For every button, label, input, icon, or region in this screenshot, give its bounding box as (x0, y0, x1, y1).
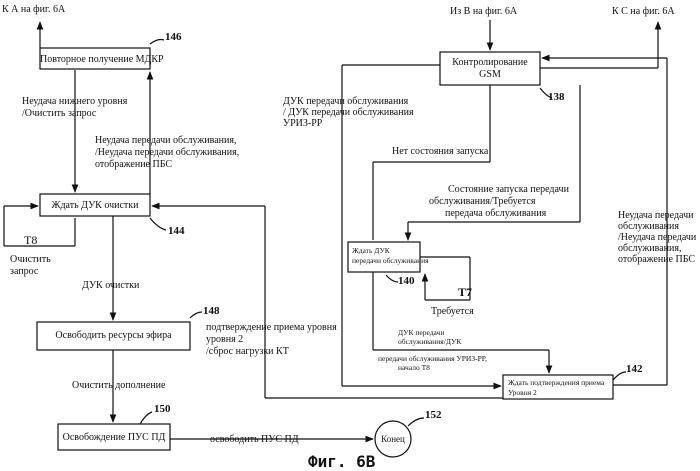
leader-142 (613, 372, 626, 380)
edge-140-142-line4: начало Т8 (398, 363, 430, 372)
edge-140-142-line3: передачи обслуживания УРИЗ-РР, (378, 354, 487, 363)
node-148-number: 148 (203, 306, 220, 317)
leader-150 (140, 412, 152, 424)
edge-confirm-line1: подтверждение приема уровня (206, 322, 337, 333)
leader-140 (386, 275, 398, 282)
node-142-label-2: Уровня 2 (508, 388, 537, 397)
edge-150-152: освободить ПУС ПД (210, 434, 299, 445)
t8-timer-label: Т8 (24, 235, 37, 246)
edge-fail-line2: обслуживания (618, 221, 679, 232)
node-140-label-2: передачи обслуживания (352, 256, 429, 265)
edge-138-line3: УРИЗ-РР (283, 118, 322, 129)
leader-148 (190, 312, 202, 318)
node-150-number: 150 (154, 404, 171, 415)
edge-start-line1: Состояние запуска передачи (448, 184, 569, 195)
offpage-to-c: К С на фиг. 6А (612, 6, 675, 17)
edge-confirm-line2: уровня 2 (206, 334, 243, 345)
node-140-label-1: Ждать ДУК (352, 246, 390, 255)
edge-146-144-line1: Неудача нижнего уровня (22, 96, 127, 107)
edge-146-144-line2: /Очистить запрос (22, 108, 96, 119)
node-138-label-1: Контролирование (440, 57, 540, 68)
node-152-label: Конец (375, 434, 411, 445)
edge-144-148: ДУК очистки (82, 280, 139, 291)
node-152-number: 152 (425, 410, 442, 421)
edge-fail-line1: Неудача передачи (618, 210, 693, 221)
t8-text-line2: запрос (10, 266, 38, 277)
edge-144-146-line3: отображение ПБС (95, 159, 172, 170)
figure-caption: Фиг. 6В (308, 452, 375, 471)
edge-start-line3: передача обслуживания (445, 208, 546, 219)
offpage-from-b: Из В на фиг. 6А (450, 6, 517, 17)
leader-152 (408, 418, 424, 426)
node-150-label: Освобождение ПУС ПД (58, 432, 170, 443)
offpage-to-a: К А на фиг. 6А (2, 4, 65, 15)
leader-144 (150, 218, 166, 230)
node-140-number: 140 (398, 276, 415, 287)
leader-146 (150, 40, 164, 45)
node-142-number: 142 (626, 364, 643, 375)
node-144-number: 144 (168, 226, 185, 237)
edge-140-142-line1: ДУК передачи (398, 328, 444, 337)
edge-fail-line4: обслуживания, (618, 243, 681, 254)
edge-no-start: Нет состояния запуска (392, 146, 488, 157)
edge-fail-line5: отображение ПБС (618, 254, 695, 265)
node-146-label: Повторное получение МДКР (40, 54, 150, 65)
t7-text: Требуется (431, 306, 474, 317)
t8-text-line1: Очистить (10, 254, 51, 265)
edge-144-146-line1: Неудача передачи обслуживания, (95, 135, 236, 146)
edge-confirm-line3: /сброс нагрузки КТ (206, 346, 289, 357)
edge-fail-line3: /Неудача передачи (618, 232, 696, 243)
node-148-label: Освободить ресурсы эфира (37, 330, 190, 341)
t7-timer-label: Т7 (458, 287, 472, 298)
edge-138-line1: ДУК передачи обслуживания (283, 96, 408, 107)
edge-140-142-line2: обслуживания/ДУК (398, 337, 461, 346)
edge-144-146-line2: /Неудача передачи обслуживания, (95, 147, 239, 158)
edge-start-line2: обслуживания/Требуется (429, 196, 535, 207)
node-142-label-1: Ждать подтверждения приема (508, 378, 604, 387)
node-146-number: 146 (165, 32, 182, 43)
node-138-label-2: GSM (440, 69, 540, 80)
node-138-number: 138 (548, 92, 565, 103)
edge-148-150: Очистить дополнение (72, 380, 165, 391)
node-144-label: Ждать ДУК очистки (40, 200, 150, 211)
edge-138-line2: / ДУК передачи обслуживания (283, 107, 414, 118)
